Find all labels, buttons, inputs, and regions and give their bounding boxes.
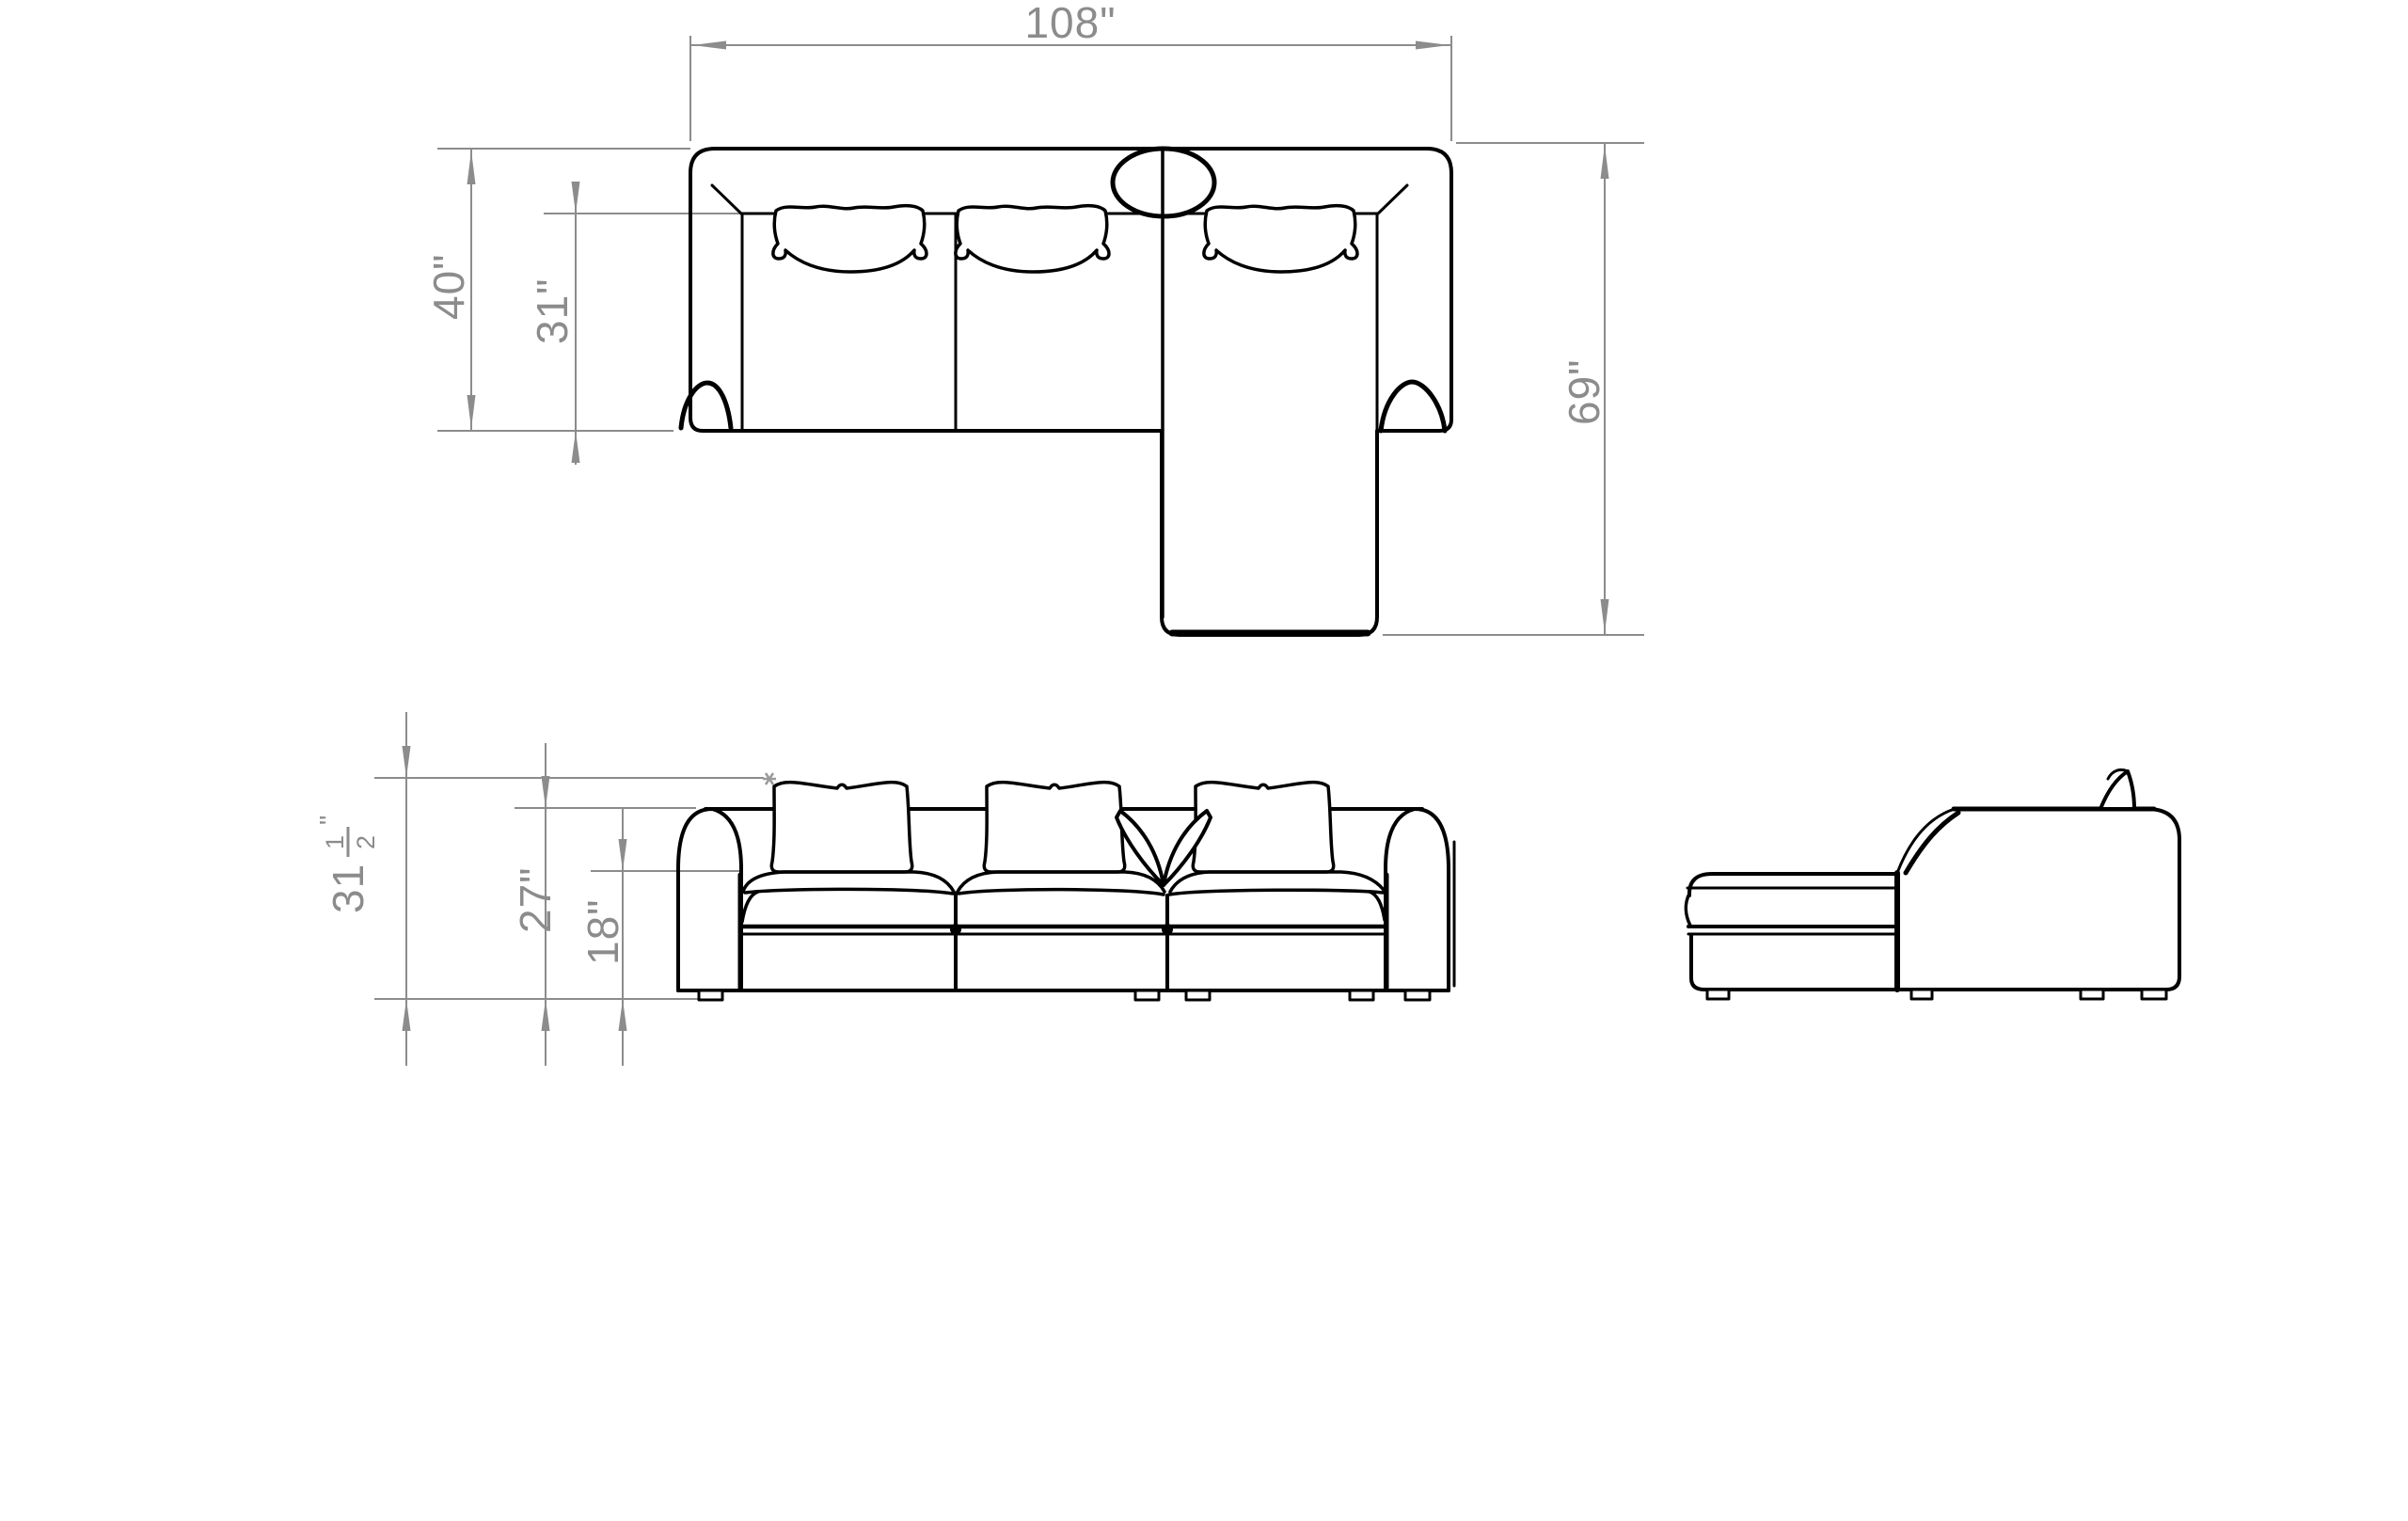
top-view: 108" 40" 31" 69" <box>424 0 1644 637</box>
arrow-up-icon <box>571 431 580 463</box>
dim-label-27: 27" <box>511 867 560 934</box>
pillow-ear <box>2099 769 2136 811</box>
dim-label-31: 31" <box>528 278 577 345</box>
left-arm-front <box>676 807 743 992</box>
dimension-anchor-marker-icon <box>763 772 776 785</box>
sofa-side-outline <box>1684 768 2181 1001</box>
seat-cushion-front-edge <box>1167 888 1385 896</box>
dimension-overall-depth: 40" <box>424 148 690 432</box>
seat-cushion-front-edge <box>743 887 955 895</box>
dim-label-31-1-2: 31 1 2 " <box>315 815 380 913</box>
dim-label-40: 40" <box>424 254 473 321</box>
side-view <box>1684 768 2181 1001</box>
arrow-down-icon <box>402 746 411 778</box>
foot <box>1403 989 1432 1002</box>
back-cushion-plan <box>954 203 1111 274</box>
left-arm-front-arc <box>678 380 734 431</box>
arrow-right-icon <box>1416 40 1450 50</box>
svg-text:31: 31 <box>324 863 372 913</box>
left-miter-line <box>710 183 744 216</box>
feet-front <box>697 989 1432 1002</box>
arrow-down-icon <box>467 395 476 429</box>
foot <box>1909 988 1934 1001</box>
front-view: 31 1 2 " 27" 18" <box>315 712 1456 1066</box>
right-arm-front <box>1384 807 1450 992</box>
sofa-front-outline <box>676 772 1456 1002</box>
seat-cushion-top <box>1168 870 1386 894</box>
back-cushion-plan <box>771 203 928 274</box>
arm-roll-inner-curve <box>1895 807 1956 875</box>
chaise-seat-top <box>1687 872 1896 897</box>
dimension-overall-height: 31 1 2 " <box>315 712 411 1066</box>
cushion-corner-curl <box>740 890 760 924</box>
body-profile <box>1689 807 2181 991</box>
svg-text:": " <box>315 815 345 825</box>
arrow-up-icon <box>467 151 476 184</box>
back-cushion-plan <box>1202 203 1359 274</box>
arrow-down-icon <box>571 182 580 214</box>
arrow-down-icon <box>1600 599 1609 633</box>
svg-text:1: 1 <box>321 834 349 849</box>
chaise-cushion-nose <box>1684 892 1692 927</box>
back-pillow <box>769 780 914 874</box>
right-arm-front-arc <box>1378 379 1448 434</box>
arrow-up-icon <box>618 999 627 1031</box>
back-pillow <box>982 780 1127 874</box>
feet-side <box>1705 988 2168 1001</box>
right-miter-line <box>1375 183 1409 216</box>
foot <box>2140 988 2168 1001</box>
svg-text:2: 2 <box>352 834 380 849</box>
arrow-up-icon <box>402 999 411 1031</box>
pillow-fold-right <box>1162 809 1212 887</box>
dimension-chaise-length: 69" <box>1383 142 1644 636</box>
arrow-down-icon <box>618 839 627 871</box>
dimension-arm-height: 27" <box>511 743 560 1066</box>
back-pillows-front <box>769 780 1336 887</box>
dim-label-18: 18" <box>578 899 627 966</box>
seat-cushion-front-edge <box>957 887 1165 896</box>
sofa-plan-outline <box>678 146 1453 637</box>
foot <box>1705 988 1731 1001</box>
foot <box>697 989 724 1002</box>
dimension-overall-width: 108" <box>689 0 1452 141</box>
arrow-up-icon <box>541 999 550 1031</box>
seat-cushion-top <box>741 870 956 894</box>
back-cushions-plan <box>771 203 1359 274</box>
foot <box>2079 988 2105 1001</box>
dim-label-108: 108" <box>1024 0 1116 47</box>
dim-label-69: 69" <box>1560 359 1608 426</box>
arm-roll-outer-curve <box>1903 810 1961 876</box>
arrow-up-icon <box>1600 145 1609 179</box>
dimension-seat-height: 18" <box>578 807 627 1066</box>
foot <box>1348 989 1375 1002</box>
pillow-ear-curl <box>2106 768 2130 781</box>
dimension-seat-depth: 31" <box>528 182 745 465</box>
arrow-down-icon <box>541 776 550 808</box>
arrow-left-icon <box>692 40 726 50</box>
foot <box>1184 989 1212 1002</box>
back-pillow <box>1191 780 1336 874</box>
seat-cushion-top <box>956 870 1166 894</box>
foot <box>1133 989 1161 1002</box>
cushion-corner-curl <box>1368 890 1386 922</box>
